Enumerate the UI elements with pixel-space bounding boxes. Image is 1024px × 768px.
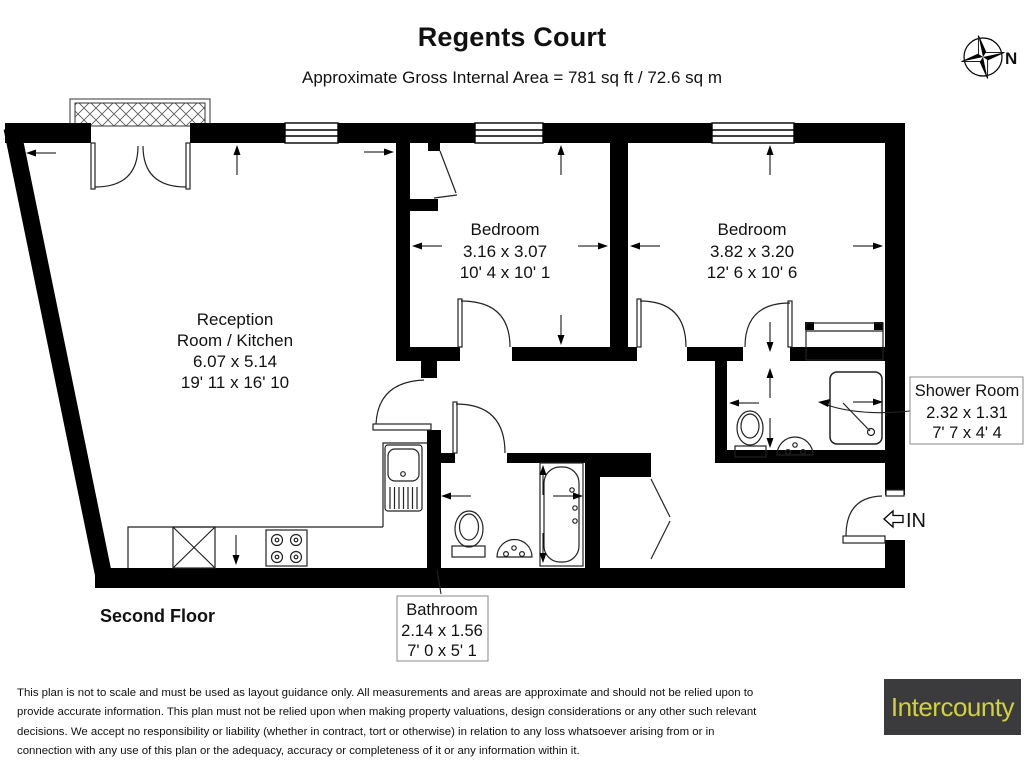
bedroom2-label: Bedroom 3.82 x 3.20 12' 6 x 10' 6 [707,220,798,282]
page-subtitle: Approximate Gross Internal Area = 781 sq… [301,68,723,87]
intercounty-logo-text: Intercounty [890,691,1015,722]
kitchen-hob [265,529,308,567]
svg-text:Bedroom: Bedroom [718,220,787,239]
floor-label: Second Floor [100,606,215,626]
label-leaders [436,399,911,595]
svg-text:10' 4 x 10' 1: 10' 4 x 10' 1 [460,263,551,282]
svg-text:2.32 x 1.31: 2.32 x 1.31 [926,404,1008,422]
page-title: Regents Court [417,22,607,52]
svg-text:Bedroom: Bedroom [471,220,540,239]
walls [3,123,905,588]
bedroom1-door [457,298,511,348]
svg-text:Bathroom: Bathroom [406,601,478,619]
svg-text:19' 11 x 16' 10: 19' 11 x 16' 10 [181,373,289,392]
disclaimer-text: This plan is not to scale and must be us… [17,687,757,758]
wardrobe [805,322,884,361]
svg-text:Shower Room: Shower Room [915,382,1020,400]
intercounty-logo: Intercounty [884,679,1021,735]
svg-text:Room / Kitchen: Room / Kitchen [177,331,293,350]
bathtub [539,462,584,567]
windows [284,122,795,144]
shower-room-door [744,300,793,348]
balcony-doors [90,142,191,190]
bathroom-door [452,401,506,454]
svg-text:12' 6 x 10' 6: 12' 6 x 10' 6 [707,263,798,282]
svg-text:7' 0 x 5' 1: 7' 0 x 5' 1 [407,642,477,660]
bathroom-basin [496,538,533,558]
shower-room-label-box: Shower Room 2.32 x 1.31 7' 7 x 4' 4 [909,376,1024,445]
bedroom2-door [636,298,687,348]
svg-text:6.07 x 5.14: 6.07 x 5.14 [193,352,277,371]
kitchen-sink [384,444,423,512]
window-reception [284,122,339,144]
entrance-marker: IN [883,509,926,532]
closet-door [433,150,458,199]
shower-toilet [734,410,767,458]
window-bedroom2 [711,122,795,144]
compass-icon: N [961,35,1017,79]
svg-text:3.16 x 3.07: 3.16 x 3.07 [463,242,547,261]
window-bedroom1 [474,122,544,144]
shower-basin [776,436,814,456]
svg-text:3.82 x 3.20: 3.82 x 3.20 [710,242,794,261]
svg-text:Reception: Reception [197,310,274,329]
dimension-arrows [26,145,883,565]
doors [90,142,905,560]
kitchen-appliance-box [172,526,216,569]
compass-north-label: N [1005,49,1017,68]
fixtures [127,322,884,569]
bedroom1-label: Bedroom 3.16 x 3.07 10' 4 x 10' 1 [460,220,551,282]
svg-text:7' 7 x 4' 4: 7' 7 x 4' 4 [932,424,1002,442]
entrance-door [842,489,905,544]
svg-text:2.14 x 1.56: 2.14 x 1.56 [401,622,483,640]
shower-tray [829,371,883,445]
bathroom-label-box: Bathroom 2.14 x 1.56 7' 0 x 5' 1 [396,595,489,662]
balcony [69,98,211,127]
bathroom-toilet [451,510,486,558]
cupboard-bifold-door [650,478,671,560]
entrance-label: IN [906,510,926,532]
reception-label: Reception Room / Kitchen 6.07 x 5.14 19'… [177,310,293,392]
hallway-door [372,379,432,431]
kitchen-counter [127,442,427,568]
entrance-arrow-icon [883,509,904,529]
